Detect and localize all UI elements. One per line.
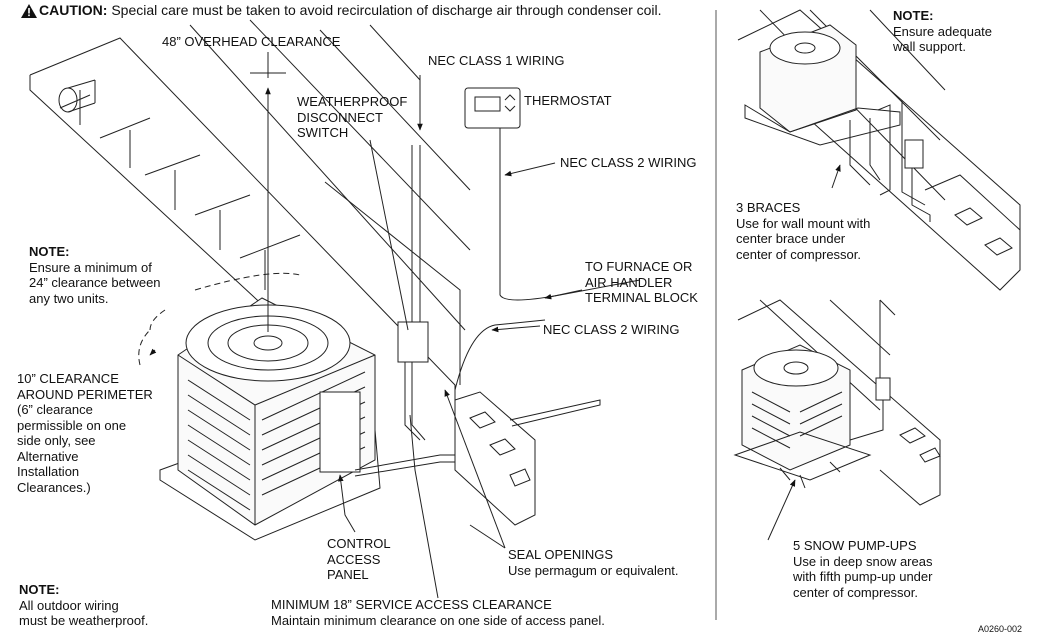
seal-line-2: Use permagum or equivalent. [508,562,679,578]
nec-class2-upper-label: NEC CLASS 2 WIRING [560,155,697,170]
control-line-2: ACCESS [327,551,381,567]
note-wall-line-1: Ensure adequate [893,23,993,39]
wall-mount-inset [737,9,1021,291]
snow-line-1: 5 SNOW PUMP-UPS [793,538,917,553]
perimeter-line-4: permissible on one [17,417,127,433]
note-wiring-title: NOTE: [19,582,60,597]
weatherproof-line-2: DISCONNECT [297,109,383,125]
perimeter-line-3: (6” clearance [17,402,93,417]
braces-line-2: Use for wall mount with [736,215,871,231]
braces-line-1: 3 BRACES [736,200,801,215]
furnace-line-3: TERMINAL BLOCK [585,290,698,305]
service-line-1: MINIMUM 18” SERVICE ACCESS CLEARANCE [271,597,552,612]
furnace-line-1: TO FURNACE OR [585,259,693,274]
note-clearance-line-2: 24” clearance between [29,275,161,290]
braces-line-4: center of compressor. [736,246,861,262]
braces-line-3: center brace under [736,231,846,246]
figure-id: A0260-002 [978,624,1023,634]
seal-openings-label: SEAL OPENINGS Use permagum or equivalent… [508,547,679,578]
note-wall-support: NOTE: Ensure adequate wall support. [893,8,992,55]
note-clearance: NOTE: Ensure a minimum of 24” clearance … [29,244,161,306]
perimeter-line-5: side only, see [17,433,96,448]
control-line-3: PANEL [327,567,369,582]
perimeter-clearance-label: 10” CLEARANCE AROUND PERIMETER (6” clear… [17,371,153,495]
caution-text: Special care must be taken to avoid reci… [111,2,662,18]
perimeter-line-7: Installation [17,464,80,479]
snow-line-2: Use in deep snow areas [793,553,933,569]
furnace-terminal-label: TO FURNACE OR AIR HANDLER TERMINAL BLOCK [585,259,698,306]
service-clearance-label: MINIMUM 18” SERVICE ACCESS CLEARANCE Mai… [271,597,605,628]
note-wall-title: NOTE: [893,8,934,23]
perimeter-line-2: AROUND PERIMETER [17,386,153,402]
furnace-line-2: AIR HANDLER [585,274,673,290]
note-clearance-line-1: Ensure a minimum of [29,259,152,275]
note-clearance-line-3: any two units. [29,290,109,306]
service-line-2: Maintain minimum clearance on one side o… [271,612,605,628]
caution-line: CAUTION: Special care must be taken to a… [39,2,662,19]
seal-line-1: SEAL OPENINGS [508,547,613,562]
warning-triangle-icon [21,4,37,18]
caution-label: CAUTION: [39,2,108,18]
house-wall [29,19,471,410]
weatherproof-switch-label: WEATHERPROOF DISCONNECT SWITCH [297,94,407,141]
snow-pumpups-label: 5 SNOW PUMP-UPS Use in deep snow areas w… [793,538,932,600]
note-wiring: NOTE: All outdoor wiring must be weather… [19,582,148,629]
foundation-blocks [454,391,536,526]
snow-pumpup-inset [733,299,941,541]
note-wall-line-2: wall support. [893,39,966,54]
control-line-1: CONTROL [327,536,391,551]
perimeter-line-1: 10” CLEARANCE [17,371,119,386]
perimeter-line-8: Clearances.) [17,479,91,495]
condenser-unit [177,297,376,526]
weatherproof-line-3: SWITCH [297,125,349,140]
braces-label: 3 BRACES Use for wall mount with center … [736,200,870,262]
note-wiring-line-1: All outdoor wiring [19,597,119,613]
disconnect-box [397,321,429,363]
note-clearance-title: NOTE: [29,244,70,259]
thermostat-label: THERMOSTAT [524,93,612,108]
control-panel-label: CONTROL ACCESS PANEL [327,536,391,583]
snow-line-3: with fifth pump-up under [793,569,933,584]
overhead-clearance-label: 48” OVERHEAD CLEARANCE [162,34,341,49]
nec-class1-label: NEC CLASS 1 WIRING [428,53,565,68]
thermostat-icon [464,87,521,129]
weatherproof-line-1: WEATHERPROOF [297,94,408,109]
snow-line-4: center of compressor. [793,584,918,600]
nec-class2-lower-label: NEC CLASS 2 WIRING [543,322,680,337]
note-wiring-line-2: must be weatherproof. [19,613,149,628]
perimeter-line-6: Alternative [17,448,79,464]
